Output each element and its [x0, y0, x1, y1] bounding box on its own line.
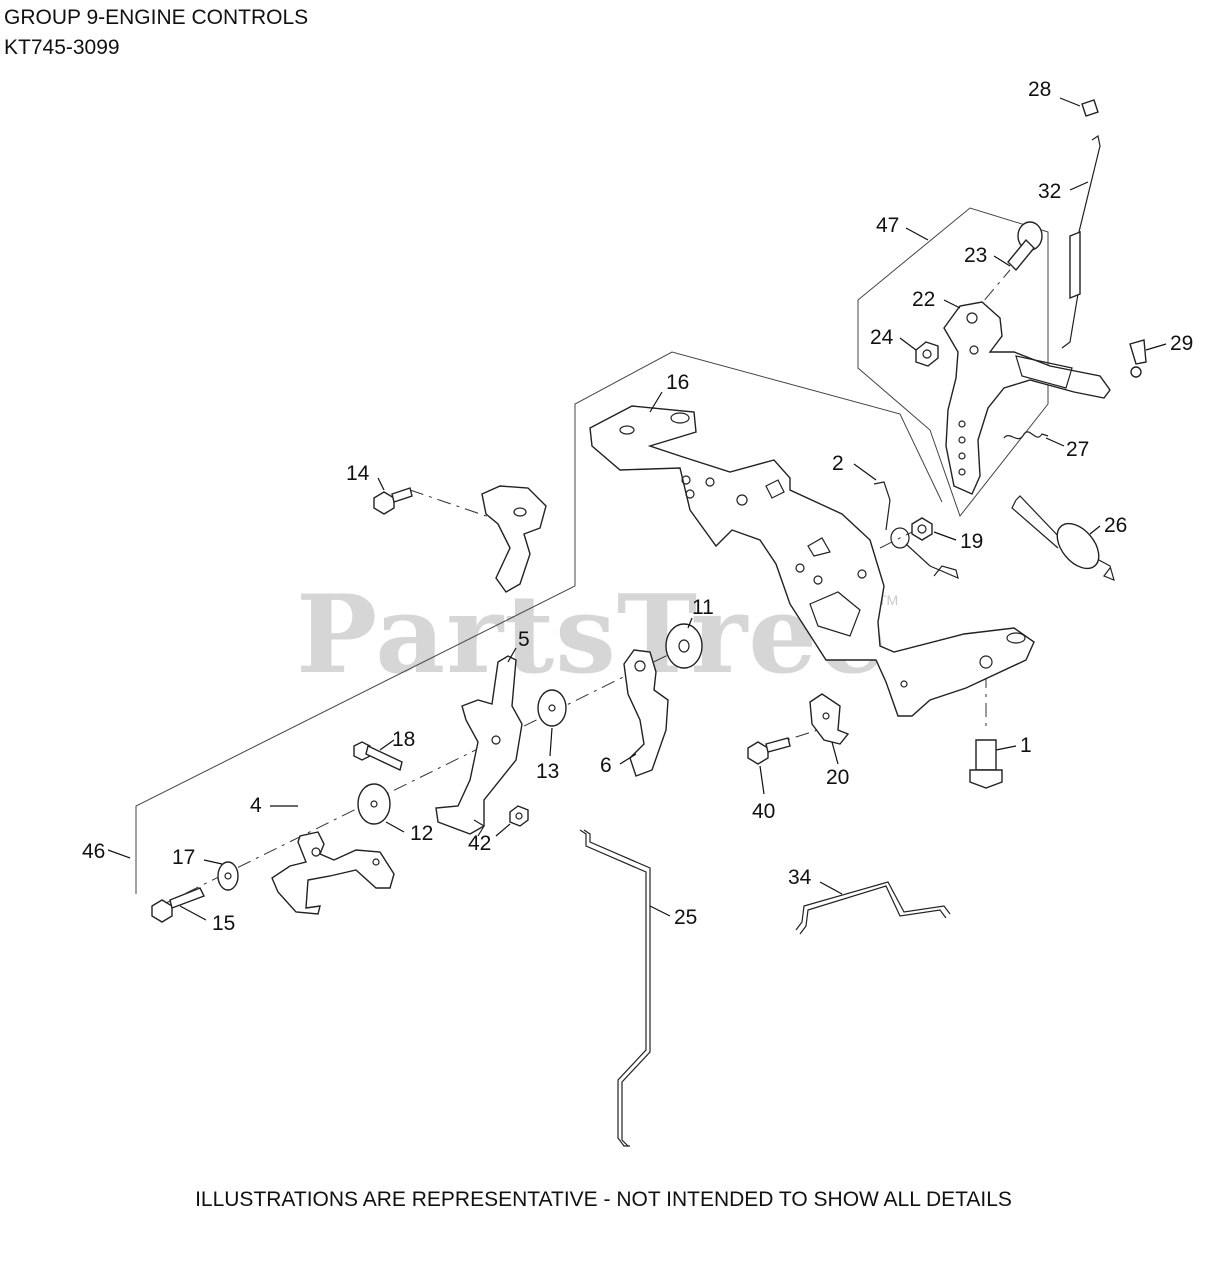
callout-19: 19 — [960, 530, 983, 553]
leader-1 — [995, 745, 1017, 751]
leader-28 — [1059, 97, 1081, 107]
part-18-bolt — [353, 741, 403, 771]
callout-17: 17 — [172, 846, 195, 869]
part-5-throttle-lever — [435, 655, 523, 837]
part-11-washer — [665, 623, 703, 669]
callout-28: 28 — [1028, 78, 1051, 101]
leader-27 — [1045, 437, 1065, 447]
part-23-pin — [1007, 221, 1043, 272]
leader-47 — [905, 227, 929, 241]
callout-14: 14 — [346, 462, 370, 485]
part-26-spring — [1011, 495, 1115, 582]
leader-20 — [831, 741, 839, 765]
callout-6: 6 — [600, 754, 612, 777]
part-29-clip — [1129, 339, 1147, 378]
part-24-nut — [915, 341, 939, 367]
part-13-washer — [537, 689, 567, 727]
leader-34 — [819, 881, 843, 895]
leader-42 — [495, 823, 511, 837]
leader-18 — [379, 739, 395, 751]
callout-16: 16 — [666, 371, 689, 394]
callout-25: 25 — [674, 906, 697, 929]
leader-14 — [377, 477, 385, 491]
part-32-spring-link — [1061, 135, 1101, 349]
part-25-throttle-rod — [579, 829, 651, 1147]
leader-23 — [993, 255, 1011, 267]
callout-23: 23 — [964, 244, 987, 267]
callout-26: 26 — [1104, 514, 1127, 537]
callout-12: 12 — [410, 822, 433, 845]
part-4-bracket — [271, 831, 395, 915]
part-17-washer — [217, 861, 239, 891]
callout-1: 1 — [1020, 734, 1032, 757]
disclaimer-footer: ILLUSTRATIONS ARE REPRESENTATIVE - NOT I… — [195, 1188, 1012, 1211]
part-14-screw — [373, 487, 413, 515]
part-27-spring — [1003, 431, 1049, 440]
leader-2 — [853, 463, 877, 481]
lever-arm — [481, 485, 547, 593]
leader-25 — [649, 905, 671, 917]
leader-19 — [933, 531, 957, 541]
trademark-mark: TM — [878, 592, 899, 608]
part-34-choke-rod — [795, 881, 951, 935]
part-22-control-lever — [943, 301, 1111, 495]
part-12-washer — [357, 783, 391, 825]
callout-32: 32 — [1038, 180, 1061, 203]
leader-11 — [687, 617, 693, 629]
callout-20: 20 — [826, 766, 849, 789]
callout-46: 46 — [82, 840, 105, 863]
leader-12 — [385, 821, 405, 833]
callout-15: 15 — [212, 912, 235, 935]
leader-5 — [507, 647, 517, 663]
callout-27: 27 — [1066, 438, 1089, 461]
diagram-group-title: GROUP 9-ENGINE CONTROLS — [4, 6, 309, 29]
callout-24: 24 — [870, 326, 894, 349]
part-6-lever — [623, 649, 669, 777]
leader-22 — [943, 299, 961, 309]
leader-40 — [759, 765, 765, 795]
part-20-clip — [809, 693, 850, 745]
leader-6 — [619, 753, 637, 765]
part-40-bolt — [747, 737, 791, 765]
part-28-cap — [1081, 99, 1099, 117]
leader-26 — [1089, 525, 1101, 535]
callout-47: 47 — [876, 214, 899, 237]
callout-18: 18 — [392, 728, 415, 751]
callout-40: 40 — [752, 800, 775, 823]
callout-5: 5 — [518, 628, 530, 651]
leader-17 — [203, 859, 223, 865]
callout-29: 29 — [1170, 332, 1193, 355]
leader-29 — [1145, 343, 1167, 351]
callout-42: 42 — [468, 832, 491, 855]
assembly-47-outline — [857, 207, 1049, 518]
callout-34: 34 — [788, 866, 812, 889]
axis-line-main — [159, 645, 687, 907]
callout-2: 2 — [832, 452, 844, 475]
part-19-nut — [911, 517, 933, 541]
callout-4: 4 — [250, 794, 262, 817]
part-1-shoulder-bolt — [969, 739, 1003, 789]
assembly-46-outline — [135, 351, 943, 894]
leader-16 — [649, 391, 663, 413]
leader-13 — [549, 727, 553, 757]
part-15-bolt — [151, 887, 205, 923]
part-2-spring — [873, 481, 959, 580]
part-42-nut — [509, 805, 529, 827]
callout-11: 11 — [692, 596, 714, 619]
model-number: KT745-3099 — [4, 36, 120, 59]
leader-32 — [1069, 181, 1089, 191]
leader-15 — [179, 905, 207, 921]
leader-46 — [107, 849, 131, 859]
part-16-control-bracket — [589, 405, 1035, 717]
leader-24 — [899, 337, 917, 351]
callout-13: 13 — [536, 760, 559, 783]
callout-22: 22 — [912, 288, 935, 311]
